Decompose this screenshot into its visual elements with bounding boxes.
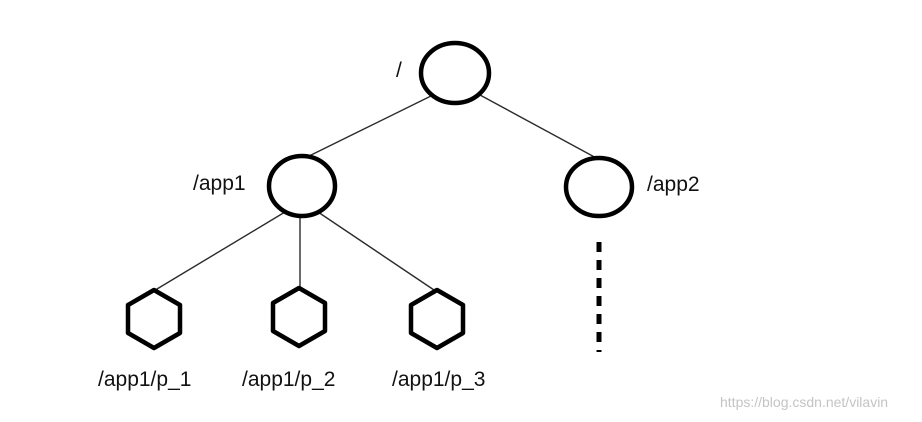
app1-node xyxy=(266,153,338,219)
app1-label: /app1 xyxy=(193,172,246,195)
app2-node xyxy=(563,155,635,219)
watermark-text: https://blog.csdn.net/vilavin xyxy=(720,394,888,410)
p1-label: /app1/p_1 xyxy=(98,368,191,391)
app2-label: /app2 xyxy=(647,173,700,196)
p3-label: /app1/p_3 xyxy=(392,368,485,391)
p2-node xyxy=(270,285,328,349)
root-node xyxy=(418,40,492,106)
edge-root-app2 xyxy=(479,94,601,161)
edge-root-app1 xyxy=(304,94,434,159)
p1-node xyxy=(125,287,183,351)
p2-label: /app1/p_2 xyxy=(242,368,335,391)
p3-node xyxy=(408,287,466,351)
edge-app1-p3 xyxy=(317,211,438,293)
edge-app1-p1 xyxy=(151,211,286,293)
tree-edges xyxy=(151,94,601,293)
root-label: / xyxy=(396,59,402,82)
